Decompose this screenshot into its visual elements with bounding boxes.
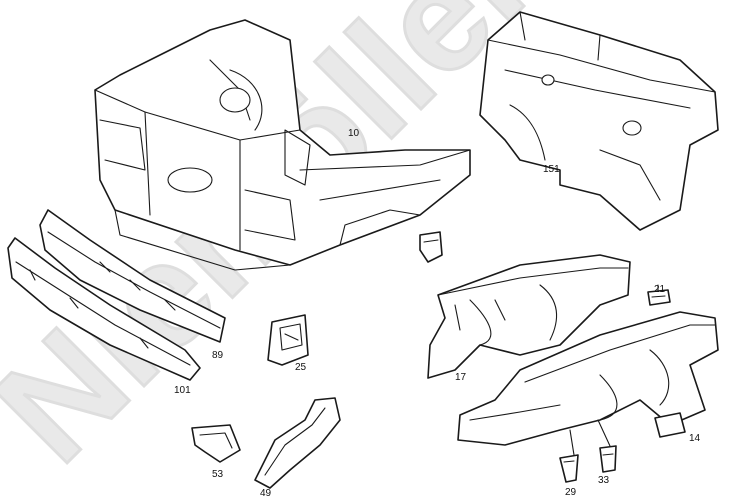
part-29-clip[interactable] xyxy=(559,454,579,483)
callout-151: 151 xyxy=(543,164,560,175)
callout-33: 33 xyxy=(598,475,610,486)
leader-lines xyxy=(569,284,659,456)
callout-10: 10 xyxy=(348,128,360,139)
part-17-left-wheelhouse[interactable] xyxy=(427,254,631,379)
callout-49: 49 xyxy=(260,488,272,499)
callout-29: 29 xyxy=(565,487,577,498)
part-25-bracket[interactable] xyxy=(267,314,309,366)
callout-21: 21 xyxy=(654,284,666,295)
callout-53: 53 xyxy=(212,469,224,480)
part-89-cross-member[interactable] xyxy=(39,209,226,343)
part-151-firewall-panel[interactable] xyxy=(479,11,719,231)
callout-17: 17 xyxy=(455,372,467,383)
callout-labels: 10 151 21 89 101 25 17 14 53 49 29 33 xyxy=(174,128,701,499)
part-10-bracket[interactable] xyxy=(419,231,443,263)
part-10-front-body-structure[interactable] xyxy=(94,19,471,271)
part-33-clip[interactable] xyxy=(599,445,617,473)
part-21-clip[interactable] xyxy=(647,289,671,306)
part-14-right-wheelhouse[interactable] xyxy=(457,311,719,446)
callout-25: 25 xyxy=(295,362,307,373)
part-53-bracket[interactable] xyxy=(191,424,241,463)
part-14-bracket[interactable] xyxy=(654,412,686,438)
part-49-rail-section[interactable] xyxy=(254,397,341,489)
callout-101: 101 xyxy=(174,385,191,396)
part-101-lower-cross-member[interactable] xyxy=(7,237,201,381)
callout-89: 89 xyxy=(212,350,224,361)
callout-14: 14 xyxy=(689,433,701,444)
